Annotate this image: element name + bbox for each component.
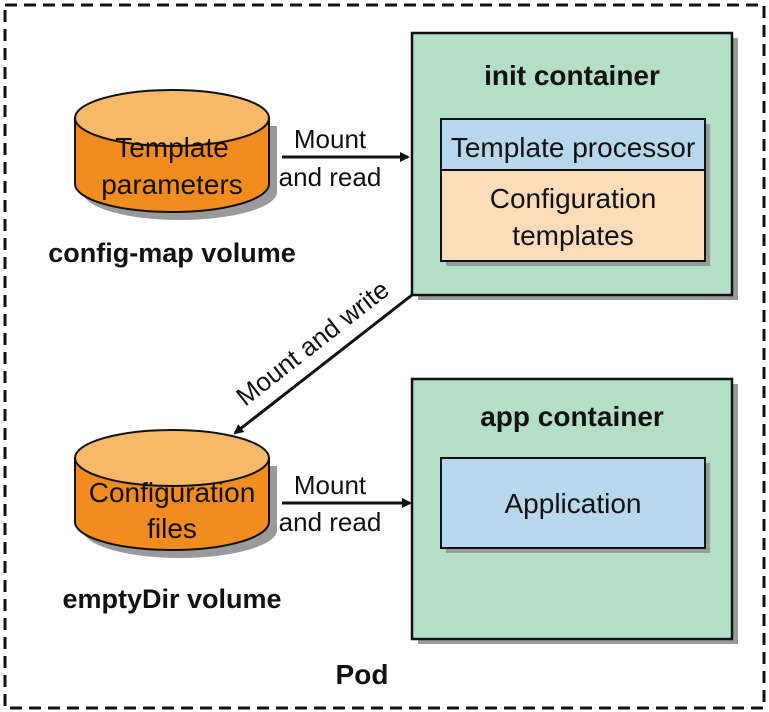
init-container-title: init container	[484, 60, 660, 91]
cylinder-top	[74, 89, 270, 147]
init-container: init container Template processor Config…	[410, 31, 738, 300]
arrow-bottom-label-line1: Mount	[294, 470, 367, 500]
empty-dir-volume-label-line2: files	[147, 513, 197, 544]
arrow-bottom-label-line2: and read	[279, 507, 382, 537]
template-processor-box	[440, 118, 706, 171]
app-container-title: app container	[480, 401, 664, 432]
pod-label: Pod	[336, 659, 389, 690]
template-processor-label: Template processor	[451, 132, 695, 163]
config-map-volume-label-line1: Template	[115, 132, 229, 163]
empty-dir-volume-label-line1: Configuration	[89, 477, 256, 508]
arrow-mount-write	[233, 293, 413, 435]
configuration-templates-box	[440, 169, 706, 262]
config-map-volume-label-line2: parameters	[101, 169, 243, 200]
application-label: Application	[505, 488, 642, 519]
arrow-top-label-line2: and read	[279, 162, 382, 192]
pod-boundary	[3, 3, 766, 710]
empty-dir-volume: Configuration files	[74, 429, 277, 558]
config-map-volume-caption: config-map volume	[48, 238, 296, 268]
arrow-diagonal-label: Mount and write	[230, 274, 394, 412]
cylinder-top	[74, 429, 270, 487]
application-box	[440, 457, 706, 549]
config-map-volume: Template parameters	[74, 89, 277, 220]
arrow-top-label-line1: Mount	[294, 124, 367, 154]
app-container: app container Application	[410, 377, 738, 644]
configuration-templates-label-line1: Configuration	[490, 183, 657, 214]
empty-dir-volume-caption: emptyDir volume	[62, 584, 281, 614]
configuration-templates-label-line2: templates	[512, 220, 633, 251]
